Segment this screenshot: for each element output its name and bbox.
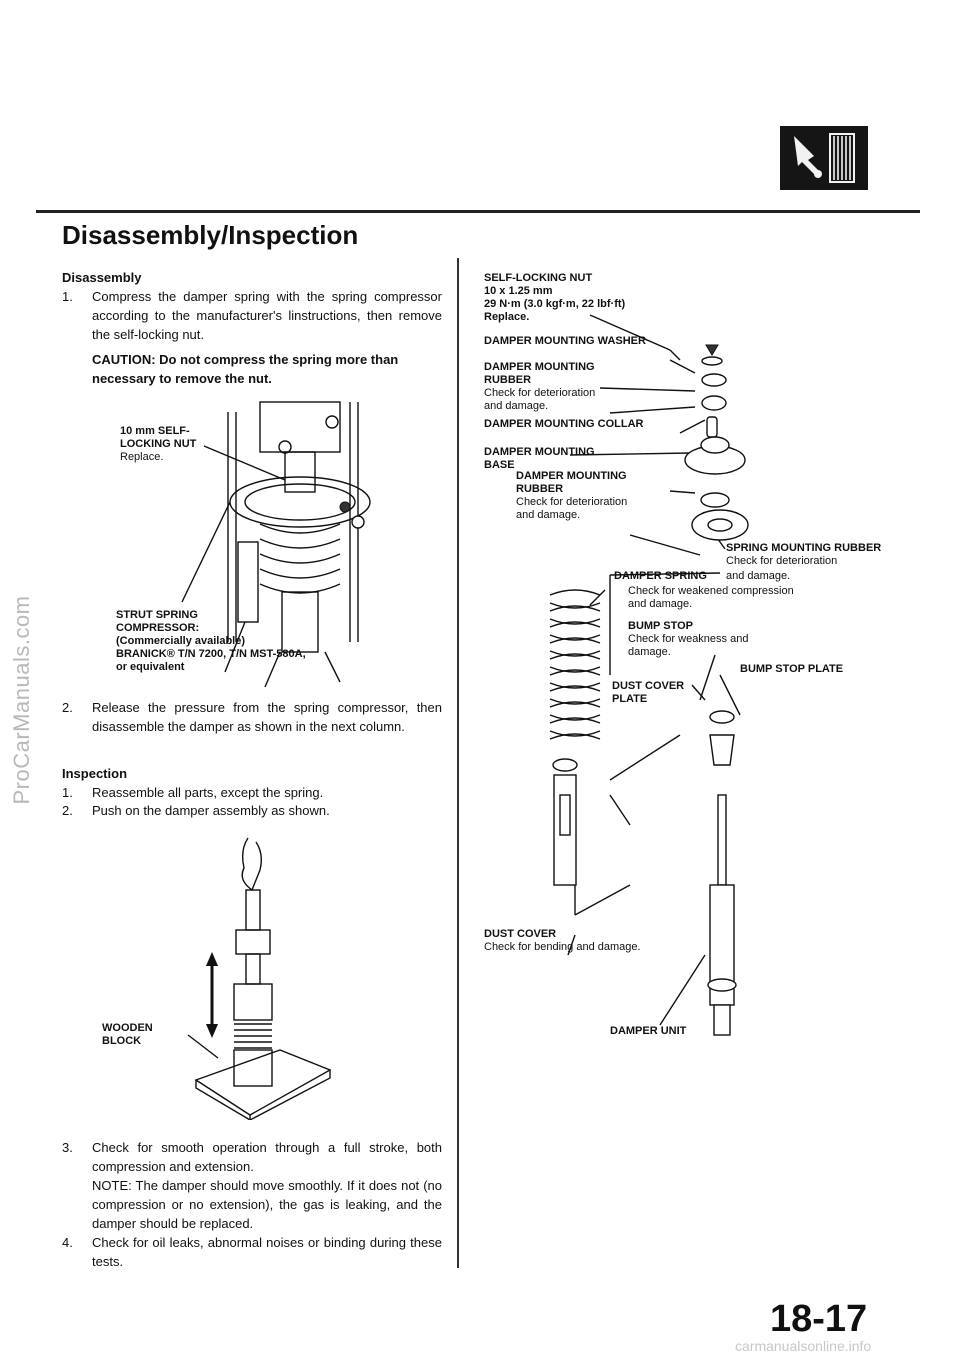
damper-unit-callout: DAMPER UNIT (610, 1025, 687, 1037)
inspection-step-2: 2. Push on the damper assembly as shown. (62, 801, 442, 820)
page-title: Disassembly/Inspection (62, 220, 359, 250)
exploded-view-figure (549, 314, 749, 1036)
inspection-note: NOTE: The damper should move smoothly. I… (92, 1178, 442, 1231)
step-text: Check for smooth operation through a ful… (92, 1140, 442, 1174)
step-number: 1. (62, 289, 73, 304)
damper-spring-callout: DAMPER SPRING (614, 570, 707, 582)
dust-cover-callout: DUST COVER Check for bending and damage. (484, 928, 641, 953)
nut-callout: 10 mm SELF- LOCKING NUT Replace. (120, 425, 197, 463)
inspection-step-3: 3. Check for smooth operation through a … (62, 1138, 442, 1176)
push-test-figure (187, 837, 332, 1120)
inspection-step-4: 4. Check for oil leaks, abnormal noises … (62, 1233, 442, 1271)
spring-compressor-figure (181, 401, 371, 688)
disassembly-heading: Disassembly (62, 270, 142, 285)
header-rule (36, 210, 920, 213)
inspection-heading: Inspection (62, 766, 128, 781)
inspection-step-1: 1. Reassemble all parts, except the spri… (62, 783, 442, 802)
shock-absorber-icon (780, 126, 868, 190)
step-number: 3. (62, 1140, 73, 1155)
step-text: Push on the damper assembly as shown. (92, 803, 330, 818)
washer-callout: DAMPER MOUNTING WASHER (484, 335, 646, 347)
column-divider (457, 258, 459, 1268)
step-text: Check for oil leaks, abnormal noises or … (92, 1235, 442, 1269)
step-text: Compress the damper spring with the spri… (92, 289, 442, 342)
disassembly-step-2: 2. Release the pressure from the spring … (62, 698, 442, 736)
spring-mounting-rubber-callout: SPRING MOUNTING RUBBER Check for deterio… (726, 542, 882, 567)
bump-stop-plate-callout: BUMP STOP PLATE (740, 663, 844, 675)
page-number: 18-17 (770, 1298, 868, 1340)
caution-text: CAUTION: Do not compress the spring more… (92, 352, 399, 386)
dust-cover-plate-callout: DUST COVER PLATE (612, 680, 685, 705)
step-number: 4. (62, 1235, 73, 1250)
self-locking-nut-callout: SELF-LOCKING NUT 10 x 1.25 mm 29 N·m (3.… (484, 272, 626, 323)
step-text: Reassemble all parts, except the spring. (92, 785, 324, 800)
step-text: Release the pressure from the spring com… (92, 700, 442, 734)
side-watermark: ProCarManuals.com (9, 595, 34, 805)
footer-watermark: carmanualsonline.info (735, 1338, 872, 1354)
disassembly-step-1: 1. Compress the damper spring with the s… (62, 287, 442, 344)
compressor-callout: STRUT SPRING COMPRESSOR: (Commercially a… (116, 609, 306, 673)
mounting-base-callout: DAMPER MOUNTING BASE (484, 446, 595, 471)
step-number: 2. (62, 803, 73, 818)
bump-stop-callout: BUMP STOP Check for weakness and damage. (628, 620, 749, 658)
collar-callout: DAMPER MOUNTING COLLAR (484, 418, 644, 430)
mounting-rubber-lower-callout: DAMPER MOUNTING RUBBER Check for deterio… (516, 470, 628, 521)
wooden-block-callout: WOODEN BLOCK (102, 1022, 153, 1047)
step-number: 2. (62, 700, 73, 715)
spring-mounting-rubber-note: and damage. (726, 570, 791, 582)
damper-spring-note: Check for weakened compression and damag… (628, 585, 794, 610)
mounting-rubber-callout: DAMPER MOUNTING RUBBER Check for deterio… (484, 361, 596, 412)
step-number: 1. (62, 785, 73, 800)
